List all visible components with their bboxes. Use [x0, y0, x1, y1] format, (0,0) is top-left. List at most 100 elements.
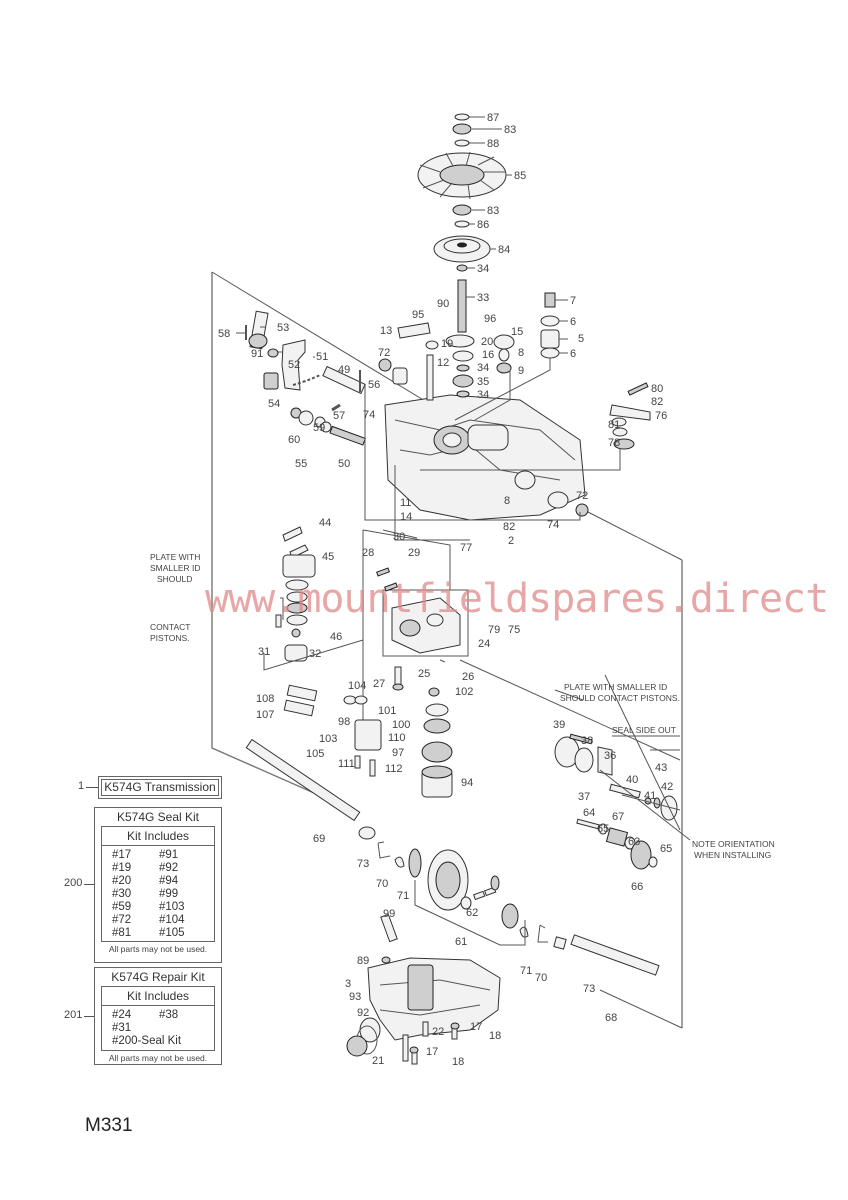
part-label: 43	[655, 762, 667, 774]
repair-kit-leader	[84, 1016, 94, 1017]
part-label: 97	[392, 747, 404, 759]
part-label: 75	[508, 624, 520, 636]
part-label: 105	[306, 748, 324, 760]
part-label: 6	[570, 348, 576, 360]
frame-diagonal-right	[587, 511, 683, 561]
part-label: 85	[514, 170, 526, 182]
kit-item: #103	[159, 901, 185, 913]
part-label: 15	[511, 326, 523, 338]
part-label: 95	[412, 309, 424, 321]
part-label: 83	[487, 205, 499, 217]
part-label: 73	[583, 983, 595, 995]
note-line: PISTONS.	[150, 633, 190, 643]
part-label: 8	[504, 495, 510, 507]
note-line: PLATE WITH SMALLER ID	[564, 682, 667, 692]
part-85-fan	[417, 151, 507, 200]
part-label: 26	[462, 671, 474, 683]
seal-kit-items: #17#91#19#92#20#94#30#99#59#103#72#104#8…	[102, 846, 214, 941]
repair-kit-title: K574G Repair Kit	[111, 970, 205, 984]
part-label: 91	[251, 348, 263, 360]
part-label: 20	[481, 336, 493, 348]
seal-kit-footnote: All parts may not be used.	[108, 944, 208, 954]
part-label: 66	[631, 881, 643, 893]
part-label: 57	[333, 410, 345, 422]
note-line: PLATE WITH	[150, 552, 200, 562]
pump-parts-left	[275, 526, 316, 662]
pump-parts-center	[283, 666, 453, 798]
part-label: 59	[313, 422, 325, 434]
part-label: 102	[455, 686, 473, 698]
part-label: 36	[604, 750, 616, 762]
lower-housing	[346, 913, 501, 1065]
note-line: SHOULD CONTACT PISTONS.	[560, 693, 680, 703]
note-orientation: NOTE ORIENTATION WHEN INSTALLING	[692, 839, 775, 860]
part-label: 42	[661, 781, 673, 793]
part-label: 69	[313, 833, 325, 845]
watermark: www.mountfieldspares.direct	[205, 576, 828, 622]
repair-kit-ref: 201	[64, 1009, 83, 1021]
part-label: 3	[345, 978, 351, 990]
part-label: 71	[520, 965, 532, 977]
frame-diagonal-top	[211, 271, 441, 411]
part-label: 34	[477, 263, 489, 275]
seal-kit-title: K574G Seal Kit	[116, 810, 200, 824]
part-label: 31	[258, 646, 270, 658]
kit-item: #105	[159, 927, 185, 939]
part-33-shaft	[457, 279, 467, 333]
part-label: 37	[578, 791, 590, 803]
part-label: 32	[309, 648, 321, 660]
kit-item: #72	[112, 914, 132, 926]
part-label: 61	[455, 936, 467, 948]
kit-item: #30	[112, 888, 132, 900]
part-label: 34	[477, 389, 489, 401]
part-label: 72	[378, 347, 390, 359]
axle-and-gears	[245, 738, 660, 976]
kit-item: #92	[159, 862, 179, 874]
part-label: 101	[378, 705, 396, 717]
part-83-nut-lower	[452, 204, 472, 216]
transmission-leader	[86, 787, 98, 788]
part-label: 87	[487, 112, 499, 124]
part-label: 112	[385, 763, 403, 775]
repair-kit-subtitle: Kit Includes	[102, 987, 214, 1006]
part-label: 58	[218, 328, 230, 340]
frame-diagonal-bottom	[599, 989, 683, 1029]
part-label: 67	[612, 811, 624, 823]
part-label: 52	[288, 359, 300, 371]
part-label: 104	[348, 680, 366, 692]
kit-item: #38	[159, 1009, 179, 1021]
part-label: 74	[547, 519, 559, 531]
seal-kit-subtitle: Kit Includes	[102, 827, 214, 846]
part-label: 13	[380, 325, 392, 337]
part-label: 84	[498, 244, 510, 256]
part-label: 90	[437, 298, 449, 310]
part-label: 68	[605, 1012, 617, 1024]
part-label: 16	[482, 349, 494, 361]
part-label: 111	[338, 758, 355, 770]
part-label: 72	[576, 490, 588, 502]
note-plate-left: PLATE WITH SMALLER ID SHOULD CONTACT PIS…	[150, 552, 201, 643]
part-label: 51	[316, 351, 328, 363]
part-label: 49	[338, 364, 350, 376]
part-label: 39	[553, 719, 565, 731]
part-label: 21	[372, 1055, 384, 1067]
part-label: 46	[330, 631, 342, 643]
part-label: 24	[478, 638, 490, 650]
part-label: 56	[368, 379, 380, 391]
part-label: 70	[535, 972, 547, 984]
part-label: 86	[477, 219, 489, 231]
part-label: 73	[357, 858, 369, 870]
part-label: 30	[393, 531, 405, 543]
part-label: 103	[319, 733, 337, 745]
part-label: 6	[570, 316, 576, 328]
kit-item: #91	[159, 849, 179, 861]
note-line: NOTE ORIENTATION	[692, 839, 775, 849]
part-label: 94	[461, 777, 473, 789]
part-label: 74	[363, 409, 375, 421]
part-label: 77	[460, 542, 472, 554]
part-label: 38	[581, 735, 593, 747]
part-label: 14	[400, 511, 412, 523]
part-84-pulley	[433, 235, 491, 263]
kit-item: #59	[112, 901, 132, 913]
part-label: 98	[338, 716, 350, 728]
